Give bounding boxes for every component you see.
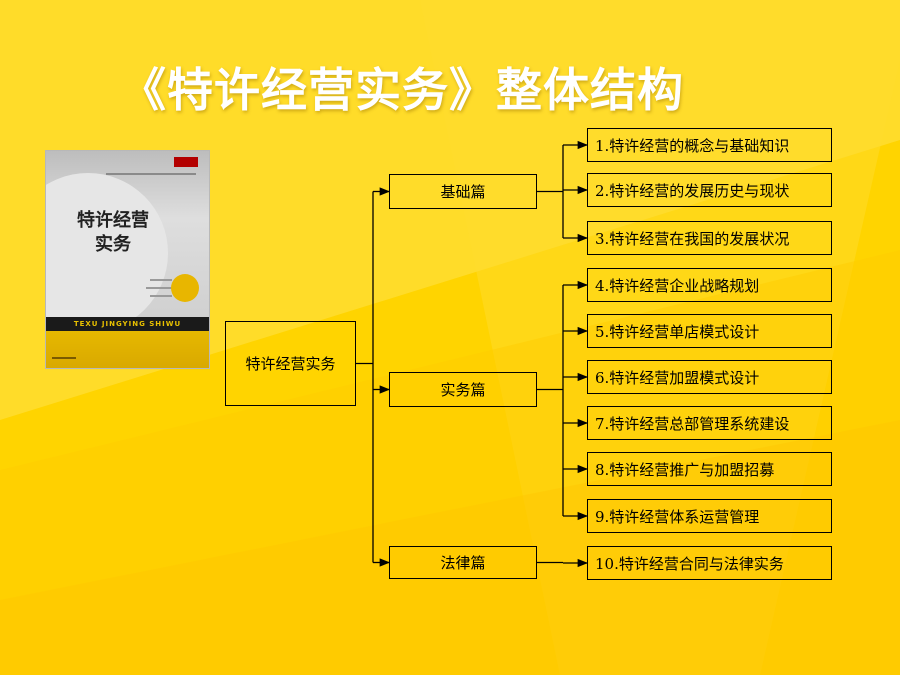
book-cover-band-text: TEXU JINGYING SHIWU — [73, 320, 182, 328]
leaf-node: 7.特许经营总部管理系统建设 — [587, 406, 832, 440]
leaf-node: 4.特许经营企业战略规划 — [587, 268, 832, 302]
branch-node: 实务篇 — [389, 372, 537, 407]
slide-title: 《特许经营实务》整体结构 — [120, 63, 684, 117]
leaf-node: 5.特许经营单店模式设计 — [587, 314, 832, 348]
branch-node: 法律篇 — [389, 546, 537, 579]
leaf-node: 2.特许经营的发展历史与现状 — [587, 173, 832, 207]
leaf-node: 10.特许经营合同与法律实务 — [587, 546, 832, 580]
cover-dot-decoration — [171, 274, 199, 302]
leaf-node: 8.特许经营推广与加盟招募 — [587, 452, 832, 486]
branch-node: 基础篇 — [389, 174, 537, 209]
root-node: 特许经营实务 — [225, 321, 356, 406]
leaf-node: 3.特许经营在我国的发展状况 — [587, 221, 832, 255]
leaf-node: 6.特许经营加盟模式设计 — [587, 360, 832, 394]
leaf-node: 1.特许经营的概念与基础知识 — [587, 128, 832, 162]
publisher-badge — [174, 157, 198, 167]
book-cover-image: 特许经营 实务 TEXU JINGYING SHIWU — [45, 150, 210, 369]
leaf-node: 9.特许经营体系运营管理 — [587, 499, 832, 533]
book-cover-title: 特许经营 实务 — [77, 210, 149, 255]
